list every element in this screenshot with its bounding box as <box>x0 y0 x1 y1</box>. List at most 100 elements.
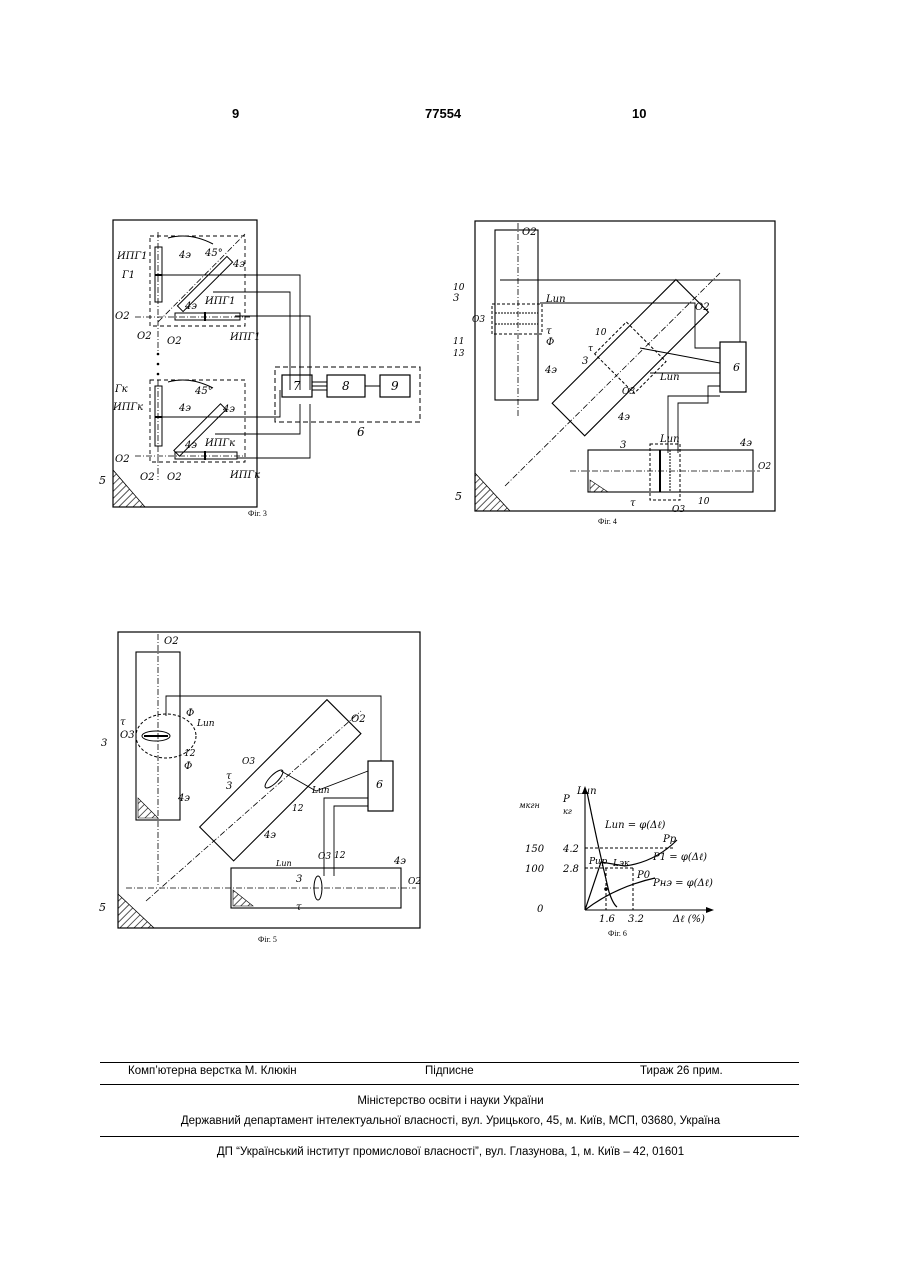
f5-label-12-a: 12 <box>184 749 196 759</box>
footer-institute: ДП “Український інститут промислової вла… <box>0 1146 901 1158</box>
f5-label-o3-a: O3 <box>120 730 135 741</box>
f5-label-o2-a: O2 <box>164 636 179 647</box>
f4-label-o2-c: O2 <box>758 462 771 472</box>
footer-ministry: Міністерство освіти і науки України <box>0 1095 901 1107</box>
f5-label-5: 5 <box>99 901 106 914</box>
f6-xtick-3-2: 3.2 <box>628 914 644 925</box>
f6-axis-x: Δℓ (%) <box>672 914 705 925</box>
label-e4-a: 4э <box>178 250 191 261</box>
f4-label-o3-a: O3 <box>472 315 485 325</box>
fig6-caption: Фіг. 6 <box>608 929 627 938</box>
f5-label-12-c: 12 <box>334 851 346 861</box>
f4-label-11-a: 11 <box>453 337 464 347</box>
label-angle-a: 45° <box>204 248 223 259</box>
label-ipgk-b: ИПГк <box>204 438 235 449</box>
label-g1: Г1 <box>121 270 135 281</box>
f6-label-p0: P0 <box>636 870 651 881</box>
f4-label-e4-b: 4э <box>617 412 630 423</box>
f5-label-phi-a: Ф <box>186 708 194 719</box>
label-ipg1-b: ИПГ1 <box>204 296 235 307</box>
f4-label-e4-a: 4э <box>544 365 557 376</box>
f4-label-tau-a: τ <box>546 326 552 337</box>
f6-label-lek: Lэк <box>612 859 630 869</box>
f6-xtick-1-6: 1.6 <box>599 914 616 925</box>
label-ipgk-c: ИПГк <box>229 470 260 481</box>
footer-circulation: Тираж 26 прим. <box>640 1065 723 1077</box>
f4-label-o3-b: O3 <box>622 387 635 397</box>
block-6-label: 6 <box>357 425 365 439</box>
f4-label-o3-c: O3 <box>672 505 685 515</box>
label-angle-b: 45° <box>194 386 213 397</box>
label-e4-f: 4э <box>184 440 197 451</box>
f4-label-10-a: 10 <box>453 283 465 293</box>
footer-rule-3 <box>100 1136 799 1137</box>
f6-ytick-100: 100 <box>525 864 545 875</box>
label-e4-c: 4э <box>184 301 197 312</box>
label-o2-e: O2 <box>140 472 155 483</box>
f6-curve-lip: Lип = φ(Δℓ) <box>604 820 666 831</box>
f5-label-e4-a: 4э <box>177 793 190 804</box>
f4-label-10-b: 10 <box>595 328 607 338</box>
f6-label-pc: Pцр <box>588 857 607 867</box>
f4-block-6: 6 <box>733 361 740 374</box>
footer-rule-2 <box>100 1084 799 1085</box>
f5-label-phi-b: Ф <box>184 761 192 772</box>
figure-3: ИПГ1 Г1 45° 4э 4э ИПГ1 4э O2 O2 O2 ИПГ1 … <box>95 212 435 522</box>
block-8-label: 8 <box>342 379 350 393</box>
footer-department: Державний департамент інтелектуальної вл… <box>0 1115 901 1127</box>
f4-label-lip-b: Lип <box>659 372 680 383</box>
f6-axis-y-unit: мкгн <box>519 801 540 810</box>
page-number-right: 10 <box>632 106 646 121</box>
f4-label-o2-b: O2 <box>695 302 710 313</box>
f5-label-lip-c: Lип <box>275 859 292 868</box>
footer-compiler: Комп’ютерна верстка М. Клюкін <box>128 1065 297 1077</box>
f4-label-e4-c: 4э <box>739 438 752 449</box>
figure-4: O2 10 3 O3 11 13 Lип τ Ф 4э O2 10 τ 3 Lи… <box>450 218 780 518</box>
footer-rule-1 <box>100 1062 799 1063</box>
label-ipg1-a: ИПГ1 <box>116 251 147 262</box>
f4-label-5: 5 <box>455 490 462 503</box>
label-o2-b: O2 <box>137 331 152 342</box>
label-5: 5 <box>99 474 106 487</box>
label-ipg1-c: ИПГ1 <box>229 332 260 343</box>
label-e4-d: 4э <box>178 403 191 414</box>
f6-axis-y-p-unit: кг <box>563 807 572 816</box>
f4-label-tau-b: τ <box>588 344 594 354</box>
f5-label-lip-b: Lип <box>311 786 330 796</box>
page-number-left: 9 <box>232 106 239 121</box>
f6-curve-p1: P1 = φ(Δℓ) <box>652 852 707 863</box>
f5-label-e4-b: 4э <box>263 830 276 841</box>
figure-5: O2 Ф Lип τ O3 3 12 Ф 4э O2 O3 τ 3 Lип 12… <box>96 626 426 936</box>
label-o2-f: O2 <box>167 472 182 483</box>
f5-label-o2-c: O2 <box>408 877 421 887</box>
fig3-caption: Фіг. 3 <box>248 509 267 518</box>
f5-label-3-b: 3 <box>226 781 232 792</box>
f5-label-tau-a: τ <box>120 717 126 728</box>
label-e4-e: 4э <box>222 404 235 415</box>
label-o2-d: O2 <box>115 454 130 465</box>
f5-label-o3-c: O3 <box>318 852 331 862</box>
fig4-caption: Фіг. 4 <box>598 517 617 526</box>
f6-ytick-2-8: 2.8 <box>562 864 579 875</box>
f4-label-3-c: 3 <box>620 440 626 451</box>
label-gk: Гк <box>114 384 128 395</box>
f5-label-o2-b: O2 <box>351 714 366 725</box>
f6-axis-y-top: Lип <box>576 786 597 797</box>
label-ipgk-a: ИПГк <box>112 402 143 413</box>
f4-label-tau-c: τ <box>630 498 636 509</box>
f5-label-o3-b: O3 <box>242 757 255 767</box>
f5-block-6: 6 <box>376 778 383 791</box>
f4-label-lip-a: Lип <box>545 294 566 305</box>
f5-label-lip-a: Lип <box>196 719 215 729</box>
block-7-label: 7 <box>293 379 301 393</box>
block-9-label: 9 <box>391 379 399 393</box>
f4-label-13-a: 13 <box>453 349 465 359</box>
f6-curve-pnd: Pнэ = φ(Δℓ) <box>652 878 713 889</box>
f6-label-pp: Pp <box>662 834 677 845</box>
fig5-caption: Фіг. 5 <box>258 935 277 944</box>
f4-label-3-a: 3 <box>453 293 459 304</box>
f6-axis-y-p: P <box>562 794 570 805</box>
f4-label-lip-c: Lип <box>659 434 680 445</box>
figure-6: Lип мкгн P кг 150 100 0 4.2 2.8 1.6 3.2 … <box>505 782 735 927</box>
f4-label-10-c: 10 <box>698 497 710 507</box>
